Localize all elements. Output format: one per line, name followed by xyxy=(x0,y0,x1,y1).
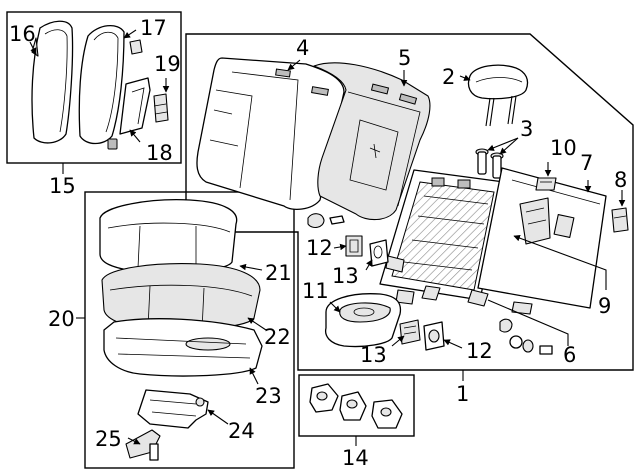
callout-11: 11 xyxy=(302,279,329,303)
callout-23: 23 xyxy=(255,384,282,408)
callout-4: 4 xyxy=(296,36,309,60)
callout-2: 2 xyxy=(442,65,455,89)
part-21-cushion-cover xyxy=(99,199,238,274)
part-12-fasteners xyxy=(307,213,345,229)
callout-18: 18 xyxy=(146,141,173,165)
callout-labels: 16 17 19 18 15 4 5 2 3 10 7 8 9 6 12 13 … xyxy=(9,16,627,470)
leader-lines xyxy=(29,29,626,445)
part-9-latch-assembly xyxy=(519,197,551,245)
part-16-side-bolster-cover xyxy=(31,20,74,144)
callout-6: 6 xyxy=(563,343,576,367)
part-6-small-brackets xyxy=(499,301,553,355)
callout-8: 8 xyxy=(614,168,627,192)
callout-16: 16 xyxy=(9,22,36,46)
part-12-bezel-lower xyxy=(423,321,445,351)
part-13-bracket-lower xyxy=(399,319,421,345)
box-20-cushion-group xyxy=(76,191,295,469)
callout-13-upper: 13 xyxy=(332,264,359,288)
callout-9: 9 xyxy=(598,294,611,318)
callout-12-upper: 12 xyxy=(306,236,333,260)
part-24-cushion-bracket xyxy=(137,389,209,429)
part-10-latch xyxy=(535,177,557,191)
part-8-clip xyxy=(611,207,629,233)
callout-5: 5 xyxy=(398,46,411,70)
part-5-seatback-pad xyxy=(313,62,431,221)
part-25-cushion-hook xyxy=(125,429,161,461)
part-11-armrest-cupholder xyxy=(324,293,402,348)
callout-10: 10 xyxy=(550,136,577,160)
part-19-clip xyxy=(153,93,169,123)
part-6-seatback-frame xyxy=(379,169,505,307)
part-4-seatback-cover xyxy=(196,57,345,211)
callout-15: 15 xyxy=(49,174,76,198)
part-18-trim-bracket xyxy=(119,77,151,135)
callout-17: 17 xyxy=(140,16,167,40)
box-15-backrest-panel-group xyxy=(6,11,182,174)
part-3-headrest-guides xyxy=(475,148,504,179)
part-13-bracket-upper xyxy=(369,239,389,267)
callout-7: 7 xyxy=(580,151,593,175)
callout-21: 21 xyxy=(265,261,292,285)
callout-25: 25 xyxy=(95,427,122,451)
callout-13-lower: 13 xyxy=(360,343,387,367)
callout-12-lower: 12 xyxy=(466,339,493,363)
callout-3: 3 xyxy=(520,117,533,141)
part-23-cushion-frame xyxy=(103,318,263,377)
callout-24: 24 xyxy=(228,419,255,443)
part-12-bezel-upper xyxy=(345,235,363,257)
callout-19: 19 xyxy=(154,52,181,76)
box-14-brackets-group xyxy=(298,374,415,446)
callout-20: 20 xyxy=(48,307,75,331)
callout-1: 1 xyxy=(456,382,469,406)
part-2-headrest xyxy=(467,64,529,127)
callout-22: 22 xyxy=(264,325,291,349)
callout-14: 14 xyxy=(342,446,369,470)
part-17-side-bolster-trim xyxy=(78,25,143,150)
part-14-hinge-brackets xyxy=(309,383,403,429)
